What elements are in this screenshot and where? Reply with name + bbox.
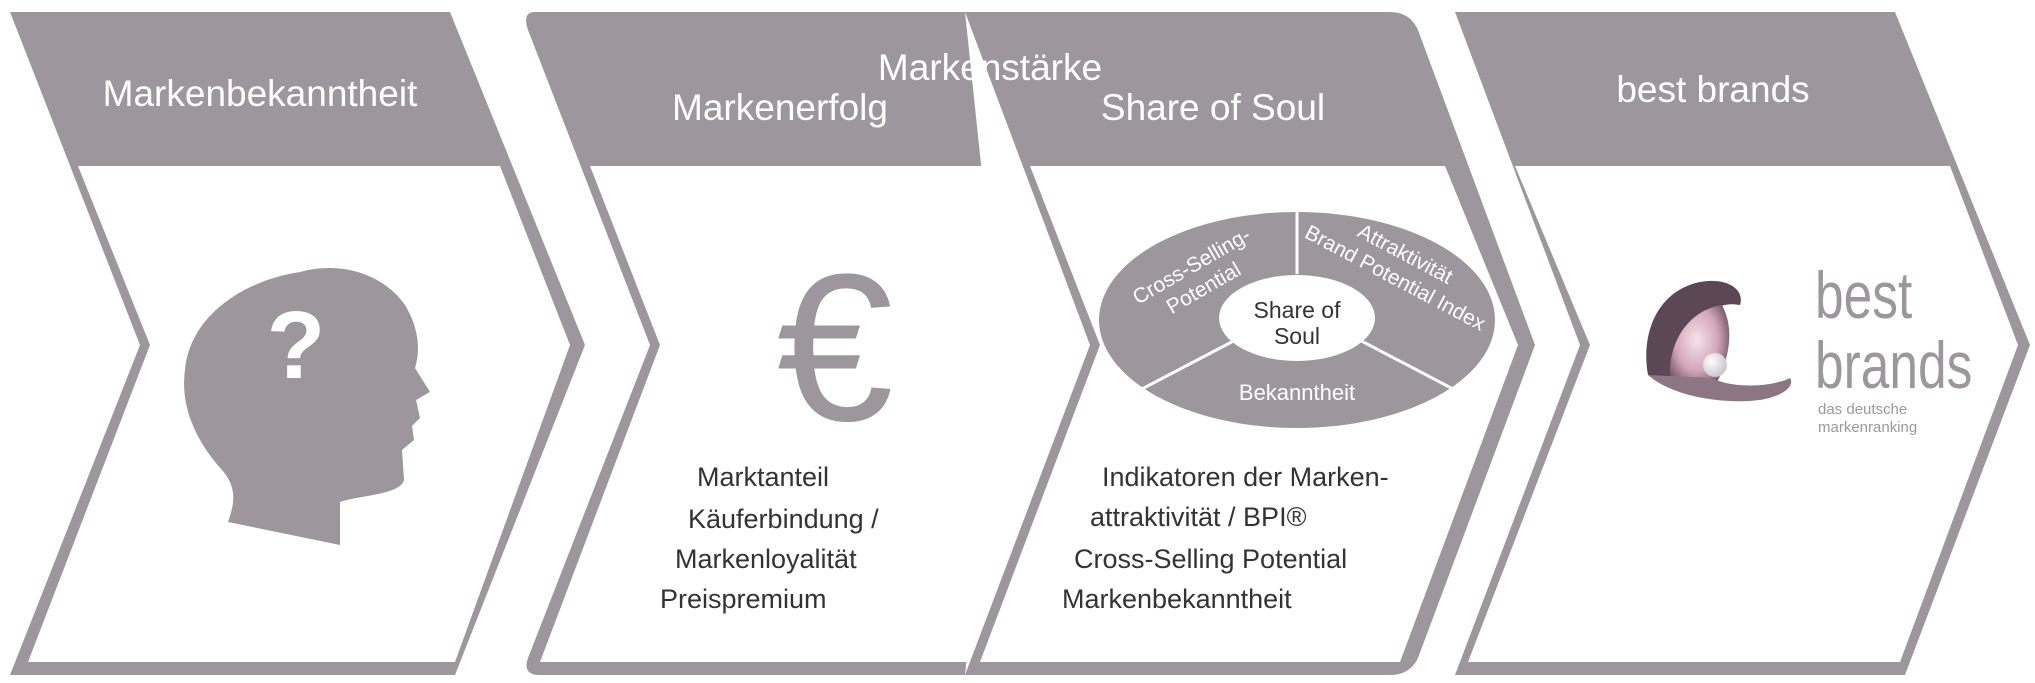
pearl: [1703, 353, 1727, 377]
panel-2-body: [540, 166, 1090, 662]
ellipse-center: [1219, 275, 1375, 361]
group-title: Markenstärke: [878, 47, 1102, 88]
panel-4-body: [1468, 166, 2018, 662]
oyster-lower-shell: [1648, 375, 1792, 402]
oyster-upper-shell: [1646, 280, 1741, 392]
panel-2-item-4: Preispremium: [660, 584, 827, 614]
panel-best-brands: best brands best brands das deutsche mar…: [1455, 12, 2030, 675]
logo-word-best: best: [1815, 258, 1912, 333]
head-question-icon: [184, 268, 430, 545]
logo-word-brands: brands: [1815, 328, 1972, 403]
panel-markenerfolg: Markenerfolg € Marktanteil Käuferbindung…: [526, 12, 1090, 675]
panel-2-title: Markenerfolg: [672, 87, 888, 128]
share-of-soul-ellipse: Share of Soul Cross-Selling- Potential A…: [1099, 212, 1495, 428]
panel-3-item-3: Cross-Selling Potential: [1074, 544, 1347, 574]
euro-icon: €: [777, 230, 894, 465]
panel-1-title: Markenbekanntheit: [103, 73, 418, 114]
panel-3-item-2: attraktivität / BPI®: [1090, 502, 1307, 532]
panel-4-title: best brands: [1616, 69, 1809, 110]
ellipse-center-line-2: Soul: [1274, 323, 1320, 349]
panel-share-of-soul: Share of Soul Share of Soul Cross-Sellin…: [965, 12, 1535, 675]
logo-subline-1: das deutsche: [1818, 401, 1907, 418]
panel-3-item-1: Indikatoren der Marken-: [1102, 462, 1389, 492]
panel-markenbekanntheit: Markenbekanntheit ?: [10, 12, 585, 675]
ellipse-seg-bottom: Bekanntheit: [1239, 380, 1355, 405]
panel-2-item-1: Marktanteil: [697, 462, 829, 492]
ellipse-center-line-1: Share of: [1254, 297, 1342, 323]
panel-3-title: Share of Soul: [1101, 87, 1325, 128]
head-question-mark: ?: [267, 292, 326, 399]
panel-2-item-3: Markenloyalität: [675, 544, 857, 574]
oyster-pearl-icon: [1646, 280, 1792, 402]
ellipse-divider-left: [1139, 333, 1246, 392]
panel-2-item-2: Käuferbindung /: [688, 504, 879, 534]
ellipse-divider-right: [1349, 333, 1456, 392]
logo-subline-2: markenranking: [1818, 419, 1917, 436]
panel-3-item-4: Markenbekanntheit: [1062, 584, 1292, 614]
